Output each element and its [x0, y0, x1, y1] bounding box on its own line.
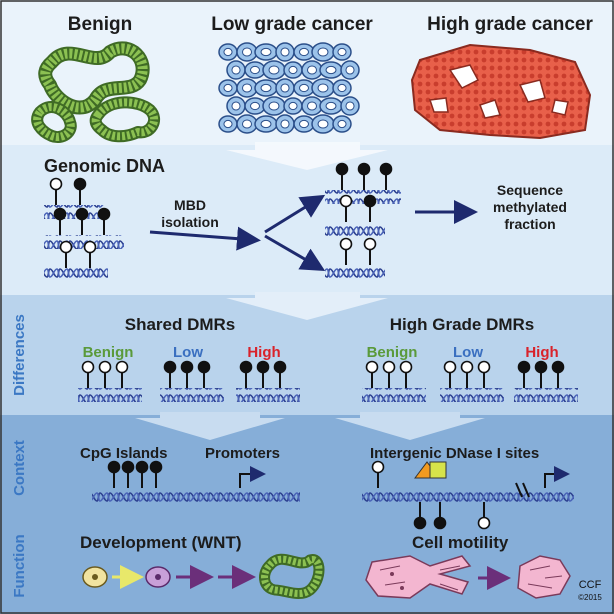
dmr-strand — [440, 388, 504, 402]
mbd-label-line1: MBD — [174, 197, 206, 213]
unmethylated-cpg-icon — [339, 194, 353, 208]
methylated-cpg-icon — [379, 162, 393, 176]
unmethylated-cpg-icon — [399, 360, 413, 374]
intergenic-tss-arrow — [544, 466, 570, 488]
methylated-cpg-icon — [53, 207, 67, 221]
methylated-cpg-icon — [180, 360, 194, 374]
credit-line1: CCF — [579, 579, 602, 591]
gap-mark-1 — [515, 482, 523, 498]
unmethylated-cpg-icon — [371, 460, 385, 474]
methylated-cpg-icon — [97, 207, 111, 221]
unmethylated-cpg-icon — [365, 360, 379, 374]
unmethylated-cpg-icon — [460, 360, 474, 374]
credit-line2: ©2015 — [578, 593, 602, 602]
hg-high-label: High — [525, 344, 558, 361]
shared-low-label: Low — [173, 344, 203, 361]
unmethylated-cpg-icon — [98, 360, 112, 374]
intergenic-strand — [362, 488, 574, 502]
methylated-cpg-icon — [163, 360, 177, 374]
methylated-cpg-icon — [517, 360, 531, 374]
mbd-label-line2: isolation — [161, 214, 219, 230]
methylated-cpg-icon — [239, 360, 253, 374]
dna-strand — [44, 205, 104, 219]
methylated-cpg-icon — [73, 177, 87, 191]
methylated-cpg-icon — [256, 360, 270, 374]
dmr-strand — [236, 388, 300, 402]
development-label: Development (WNT) — [80, 533, 242, 552]
dna-strand — [325, 222, 385, 236]
promoter-strand — [92, 488, 300, 502]
dna-strands — [44, 162, 578, 530]
methylated-cpg-icon — [135, 460, 149, 474]
low-grade-tissue-illustration — [218, 42, 360, 134]
high-grade-tissue-illustration — [410, 43, 592, 140]
shared-high-label: High — [247, 344, 280, 361]
methylated-cpg-icon — [551, 360, 565, 374]
cell-motility-illustration — [365, 555, 571, 599]
unmethylated-cpg-icon — [339, 237, 353, 251]
methylated-cpg-icon — [413, 516, 427, 530]
high-grade-title: High grade cancer — [427, 14, 593, 35]
benign-tissue-illustration — [31, 41, 161, 143]
split-arrow-up — [264, 194, 326, 234]
unmethylated-cpg-icon — [83, 240, 97, 254]
dna-strand — [44, 268, 108, 282]
shared-benign-label: Benign — [83, 344, 134, 361]
unmethylated-cpg-icon — [363, 237, 377, 251]
unmethylated-cpg-icon — [382, 360, 396, 374]
unmethylated-cpg-icon — [115, 360, 129, 374]
context-side-label: Context — [11, 440, 28, 496]
unmethylated-cpg-icon — [477, 516, 491, 530]
unmethylated-cpg-icon — [59, 240, 73, 254]
unmethylated-cpg-icon — [81, 360, 95, 374]
methylated-cpg-icon — [363, 194, 377, 208]
cpg-islands-label: CpG Islands — [80, 445, 168, 462]
cell-motility-label: Cell motility — [412, 533, 509, 552]
promoters-label: Promoters — [205, 445, 280, 462]
promoter-tss-arrow — [239, 466, 266, 488]
methylated-cpg-icon — [273, 360, 287, 374]
dmr-strand — [514, 388, 578, 402]
shared-dmrs-title: Shared DMRs — [125, 315, 236, 334]
dna-strand — [325, 265, 385, 279]
sequence-label-line3: fraction — [504, 216, 555, 232]
development-cells — [82, 553, 325, 600]
genomic-dna-title: Genomic DNA — [44, 156, 165, 176]
methylated-cpg-icon — [335, 162, 349, 176]
tf-square-icon — [429, 461, 447, 479]
function-side-label: Function — [11, 534, 28, 597]
unmethylated-cpg-icon — [49, 177, 63, 191]
split-arrow-down — [264, 234, 326, 272]
differences-side-label: Differences — [11, 314, 28, 396]
unmethylated-cpg-icon — [443, 360, 457, 374]
hg-benign-label: Benign — [367, 344, 418, 361]
methylated-cpg-icon — [75, 207, 89, 221]
intergenic-label: Intergenic DNase I sites — [370, 445, 539, 462]
dna-strand — [325, 190, 401, 204]
low-grade-title: Low grade cancer — [211, 14, 373, 35]
methylated-cpg-icon — [107, 460, 121, 474]
benign-title: Benign — [68, 14, 132, 35]
dmr-strand — [160, 388, 224, 402]
methylated-cpg-icon — [197, 360, 211, 374]
methylated-cpg-icon — [534, 360, 548, 374]
dmr-strand — [78, 388, 142, 402]
sequence-label-line2: methylated — [493, 199, 567, 215]
mbd-arrow — [149, 226, 261, 251]
methylated-cpg-icon — [121, 460, 135, 474]
methylated-cpg-icon — [149, 460, 163, 474]
gap-mark-2 — [522, 482, 530, 498]
methylated-cpg-icon — [433, 516, 447, 530]
high-grade-dmrs-title: High Grade DMRs — [390, 315, 535, 334]
sequence-label-line1: Sequence — [497, 182, 563, 198]
methylated-cpg-icon — [357, 162, 371, 176]
dmr-strand — [362, 388, 426, 402]
unmethylated-cpg-icon — [477, 360, 491, 374]
hg-low-label: Low — [453, 344, 483, 361]
